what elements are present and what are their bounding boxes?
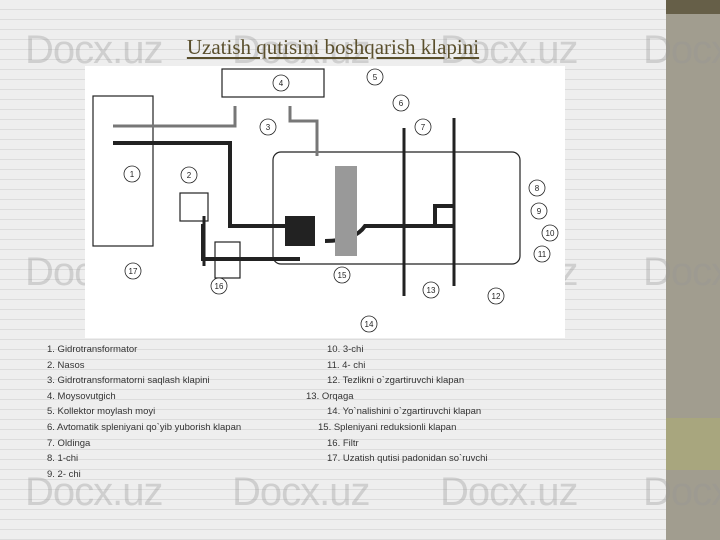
legend-item: 15. Spleniyani reduksionli klapan	[318, 422, 457, 433]
callout-circle	[392, 94, 410, 112]
callout-number: 17	[129, 267, 138, 276]
legend-item: 7. Oldinga	[47, 437, 91, 449]
legend-item: 3. Gidrotransformatorni saqlash klapini	[47, 375, 210, 387]
watermark: Docx.uz	[643, 470, 720, 514]
legend-item: 16. Filtr	[327, 437, 359, 449]
callout-circle	[124, 262, 142, 280]
callout-number: 12	[492, 292, 501, 301]
valve-body	[272, 151, 521, 265]
callout-number: 4	[279, 79, 284, 88]
callout-number: 11	[538, 250, 547, 259]
callout-circle	[533, 245, 551, 263]
legend-item: 8. 1-chi	[47, 453, 79, 465]
page-title: Uzatish qutisini boshqarish klapini	[186, 35, 480, 59]
watermark: Docx.uz	[232, 28, 370, 72]
legend-item: 9. 2- chi	[47, 468, 81, 480]
watermark: Docx.uz	[232, 470, 370, 514]
callout-number: 13	[427, 286, 436, 295]
callout-circle	[541, 224, 559, 242]
callout-number: 8	[535, 184, 540, 193]
callout-circle	[360, 315, 378, 333]
callout-number: 10	[546, 229, 555, 238]
watermark: Docx.uz	[25, 28, 163, 72]
callout-circle	[528, 179, 546, 197]
callout-number: 9	[537, 207, 542, 216]
callout-number: 5	[373, 73, 378, 82]
callout-circle	[272, 74, 290, 92]
callout-circle	[422, 281, 440, 299]
legend-item: 6. Avtomatik spleniyani qo`yib yuborish …	[47, 422, 242, 433]
legend-item: 5. Kollektor moylash moyi	[47, 406, 156, 418]
watermark: Docx.uz	[440, 470, 578, 514]
watermark: Docx.uz	[643, 28, 720, 72]
callout-number: 16	[215, 282, 224, 291]
legend-item: 17. Uzatish qutisi padonidan so`ruvchi	[327, 453, 488, 465]
legend-item: 11. 4- chi	[327, 359, 366, 371]
callout-number: 7	[421, 123, 426, 132]
right-decor-bar	[666, 0, 720, 540]
callout-circle	[259, 118, 277, 136]
callout-number: 6	[399, 99, 404, 108]
legend-item: 4. Moysovutgich	[47, 390, 116, 402]
callout-number: 1	[130, 170, 135, 179]
callout-circle	[210, 277, 228, 295]
legend-item: 10. 3-chi	[327, 344, 364, 355]
legend-item: 14. Yo`nalishini o`zgartiruvchi klapan	[327, 406, 482, 418]
callout-circle	[180, 166, 198, 184]
callout-circle	[530, 202, 548, 220]
callout-circle	[123, 165, 141, 183]
callout-number: 3	[266, 123, 271, 132]
legend-item: 2. Nasos	[47, 359, 85, 371]
legend-item: 12. Tezlikni o`zgartiruvchi klapan	[327, 375, 465, 387]
callout-number: 14	[365, 320, 374, 329]
decor-accent-band	[666, 418, 720, 470]
decor-top-band	[666, 0, 720, 14]
watermark: Docx.uz	[25, 470, 163, 514]
legend-item: 13. Orqaga	[306, 390, 354, 402]
legend-item: 1. Gidrotransformator	[47, 344, 138, 355]
callout-number: 15	[338, 271, 347, 280]
callout-circle	[366, 68, 384, 86]
callout-circle	[487, 287, 505, 305]
torque-converter-shape	[92, 95, 154, 247]
watermark: Docx.uz	[643, 250, 720, 294]
callout-number: 2	[187, 171, 192, 180]
callout-circle	[414, 118, 432, 136]
watermark: Docx.uz	[440, 28, 578, 72]
oil-cooler-shape	[221, 68, 325, 98]
callout-circle	[333, 266, 351, 284]
